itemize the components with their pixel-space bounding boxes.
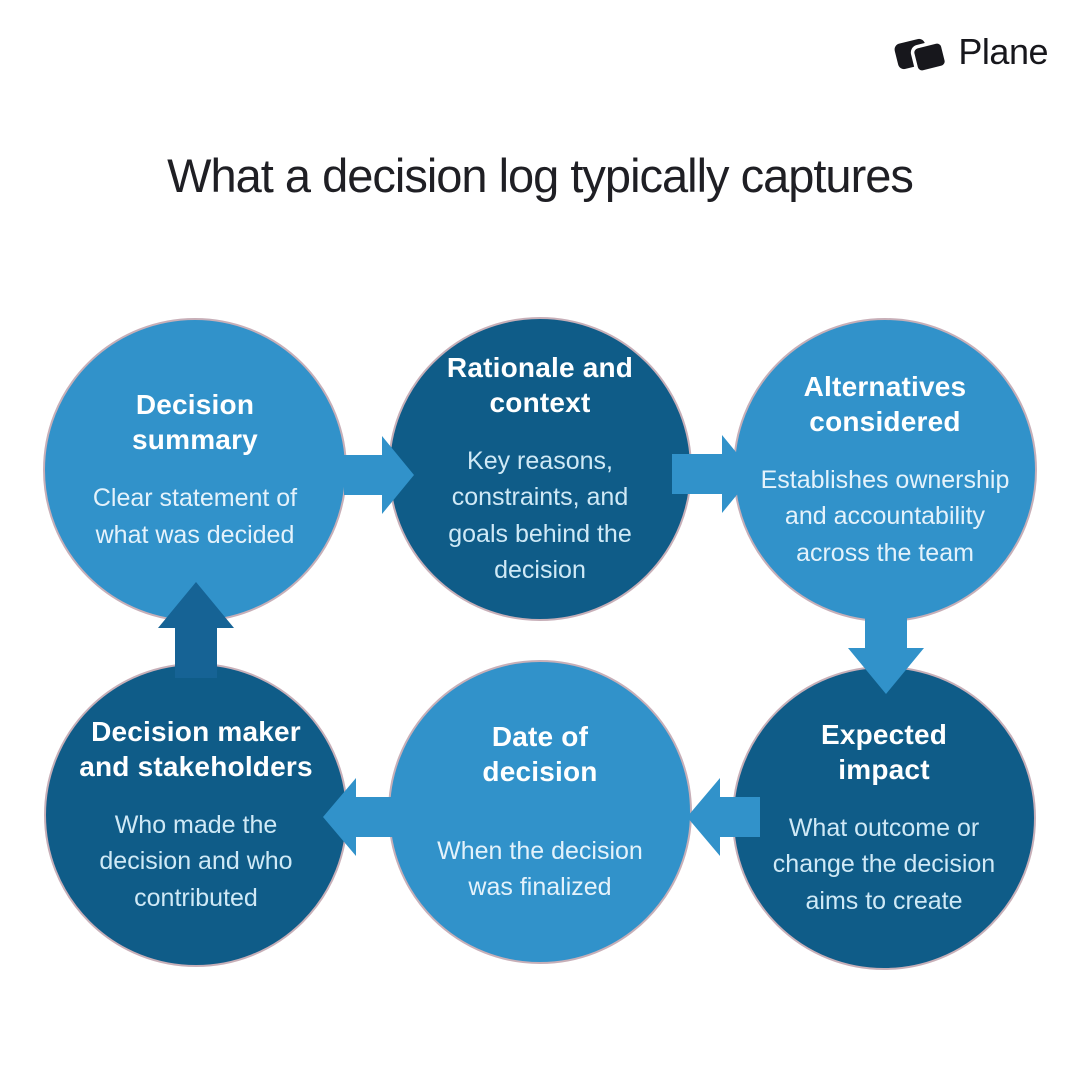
circle-decision-summary: Decision summary Clear statement of what… [43, 318, 347, 622]
arrow-right-icon [672, 435, 754, 513]
circle-heading: Expected impact [820, 718, 948, 785]
circle-decision-maker-and-stakeholders: Decision maker and stakeholders Who made… [44, 663, 348, 967]
circle-alternatives-considered: Alternatives considered Establishes owne… [733, 318, 1037, 622]
arrow-down-icon [848, 598, 924, 694]
circle-body: What outcome or change the decision aims… [772, 813, 996, 915]
arrow-right-icon [344, 436, 414, 514]
brand-wordmark: Plane [958, 31, 1048, 72]
circle-body: Who made the decision and who contribute… [99, 810, 293, 912]
circle-date-of-decision: Date of decision When the decision was f… [388, 660, 692, 964]
page-title: What a decision log typically captures [167, 149, 914, 202]
circle-body: Clear statement of what was decided [92, 484, 298, 549]
arrow-up-icon [158, 582, 234, 678]
circle-heading: Decision maker and stakeholders [79, 715, 313, 782]
circle-heading: Date of decision [482, 720, 598, 787]
circle-heading: Rationale and context [446, 351, 634, 418]
circle-heading: Alternatives considered [803, 370, 967, 437]
circle-body: Key reasons, constraints, and goals behi… [448, 446, 632, 585]
circle-heading: Decision summary [132, 389, 258, 455]
circle-expected-impact: Expected impact What outcome or change t… [732, 666, 1036, 970]
circle-rationale-and-context: Rationale and context Key reasons, const… [388, 317, 692, 621]
circle-body: Establishes ownership and accountability… [760, 465, 1010, 567]
brand-logo: Plane [890, 28, 1048, 76]
arrow-left-icon [323, 778, 396, 856]
arrow-left-icon [687, 778, 760, 856]
plane-logo-icon [895, 38, 949, 74]
circle-body: When the decision was finalized [437, 836, 643, 902]
